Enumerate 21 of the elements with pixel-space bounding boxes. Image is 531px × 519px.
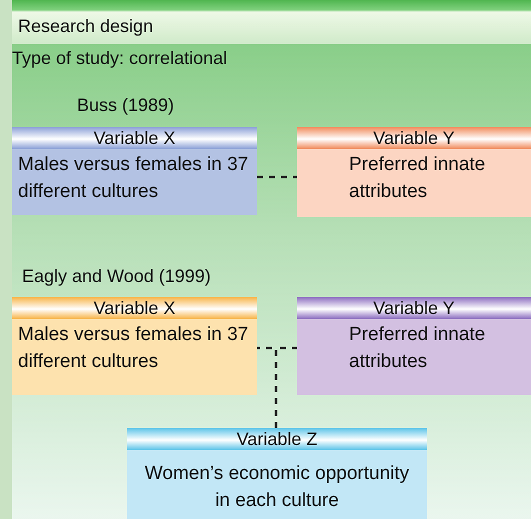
box-heading: Variable Y [297, 127, 531, 149]
variable-box [12, 297, 257, 395]
box-text: Preferred innate attributes [348, 323, 486, 374]
label-text: Buss (1989) [77, 95, 174, 116]
dashed-connector [257, 176, 297, 178]
variable-box [127, 428, 427, 519]
box-text: Males versus females in 37 different cultures [17, 153, 250, 204]
box-heading: Variable X [12, 297, 257, 319]
box-text: Preferred innate attributes [348, 153, 486, 204]
label-text: Eagly and Wood (1999) [22, 266, 211, 287]
box-heading: Variable Y [297, 297, 531, 319]
variable-box [297, 127, 531, 217]
box-heading: Variable X [12, 127, 257, 149]
title: Research design [18, 16, 154, 37]
variable-box [12, 127, 257, 215]
box-text: Women’s economic opportunity in each culture [144, 462, 410, 513]
box-text: Males versus females in 37 different cultures [17, 323, 250, 374]
label-text: Type of study: correlational [12, 48, 228, 69]
box-heading: Variable Z [127, 428, 427, 450]
dashed-connector [274, 346, 297, 428]
variable-box [297, 297, 531, 395]
